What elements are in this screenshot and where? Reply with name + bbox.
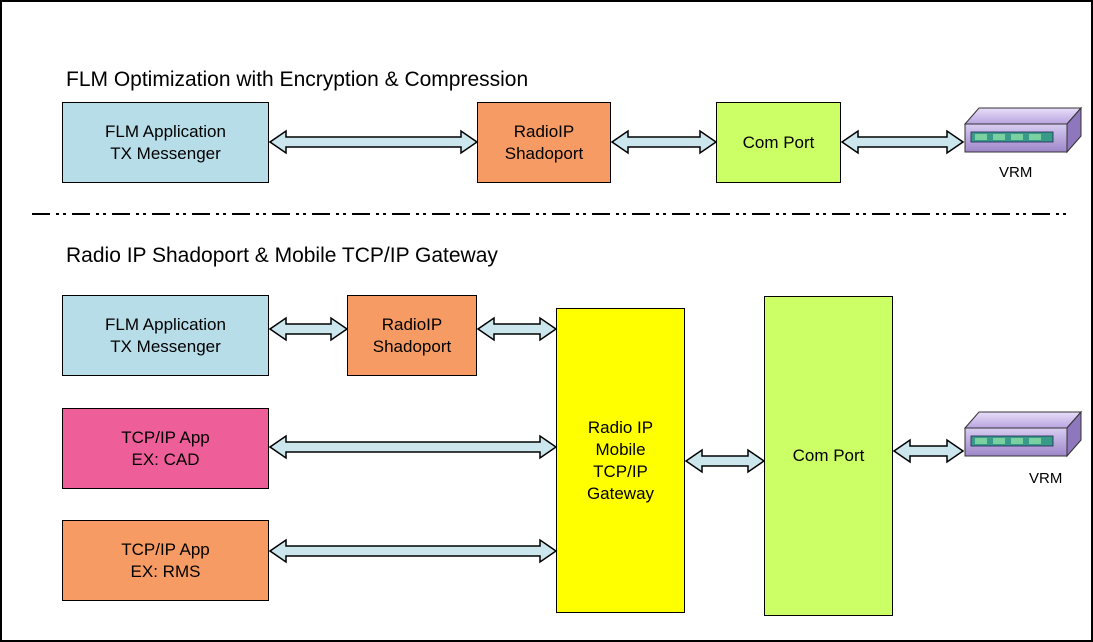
double-arrow-icon-comport-to-vrm-2: [892, 438, 965, 464]
flm-app-line2: TX Messenger: [110, 336, 221, 356]
radioip-shadoport-box-2: RadioIP Shadoport: [347, 295, 477, 376]
tcpip-rms-line1: TCP/IP App: [121, 539, 210, 559]
com-port-box-2: Com Port: [764, 296, 893, 616]
shadoport-line1: RadioIP: [381, 314, 443, 334]
double-arrow-icon-flm-to-shadoport-1: [268, 129, 479, 155]
radioip-shadoport-box-1: RadioIP Shadoport: [477, 102, 611, 183]
vrm-device-icon-1: [963, 106, 1083, 154]
tcpip-app-rms-box: TCP/IP App EX: RMS: [62, 520, 269, 601]
double-arrow-icon-flm-to-shadoport-2: [268, 316, 349, 342]
tcpip-cad-line2: EX: CAD: [131, 449, 200, 469]
radio-ip-mobile-gateway-box: Radio IP Mobile TCP/IP Gateway: [556, 308, 685, 613]
gateway-line2: Mobile: [595, 439, 646, 459]
gateway-line3: TCP/IP: [593, 461, 648, 481]
connector-arrows: [268, 129, 965, 564]
shadoport-line2: Shadoport: [372, 336, 452, 356]
tcpip-cad-line1: TCP/IP App: [121, 427, 210, 447]
flm-application-box-2: FLM Application TX Messenger: [62, 295, 269, 376]
gateway-line1: Radio IP: [587, 417, 654, 437]
shadoport-line2: Shadoport: [504, 143, 584, 163]
gateway-line4: Gateway: [586, 483, 655, 503]
flm-app-line1: FLM Application: [105, 121, 226, 141]
double-arrow-icon-rms-to-gateway: [268, 538, 558, 564]
tcpip-app-cad-box: TCP/IP App EX: CAD: [62, 408, 269, 489]
double-arrow-icon-comport-to-vrm-1: [840, 129, 965, 155]
double-arrow-icon-shadoport-to-comport-1: [610, 129, 718, 155]
flm-app-line1: FLM Application: [105, 314, 226, 334]
double-arrow-icon-cad-to-gateway: [268, 434, 558, 460]
double-arrow-icon-gateway-to-comport: [684, 448, 766, 474]
flm-application-box-1: FLM Application TX Messenger: [62, 102, 269, 183]
flm-app-line2: TX Messenger: [110, 143, 221, 163]
vrm-device-icon-2: [963, 410, 1083, 458]
com-port-label: Com Port: [792, 446, 865, 465]
section2-title: Radio IP Shadoport & Mobile TCP/IP Gatew…: [66, 244, 498, 267]
com-port-box-1: Com Port: [716, 102, 841, 183]
vrm-label-1: VRM: [999, 164, 1033, 181]
tcpip-rms-line2: EX: RMS: [130, 561, 201, 581]
section1-title: FLM Optimization with Encryption & Compr…: [66, 68, 529, 91]
shadoport-line1: RadioIP: [513, 121, 575, 141]
com-port-label: Com Port: [742, 132, 815, 152]
vrm-label-2: VRM: [1029, 470, 1063, 487]
double-arrow-icon-shadoport-to-gateway: [476, 316, 558, 342]
